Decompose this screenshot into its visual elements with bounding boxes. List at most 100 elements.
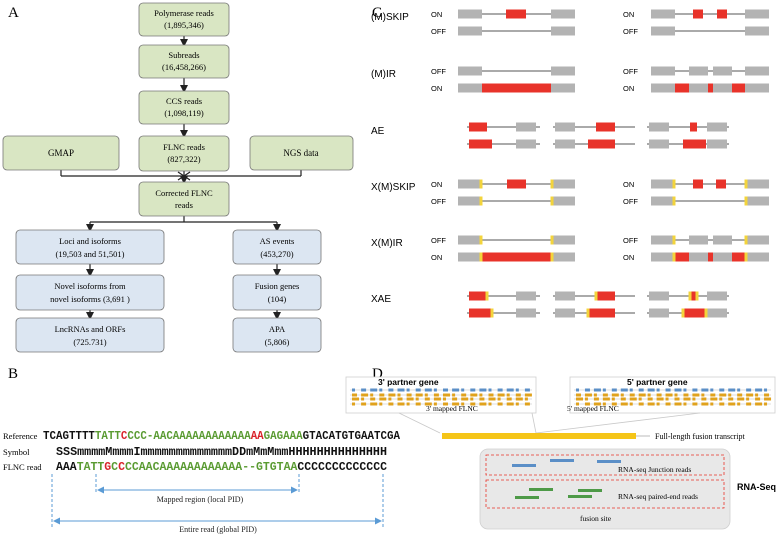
exon-block [611, 388, 617, 392]
exon-block [602, 397, 610, 401]
mapped-5-label: 5' mapped FLNC [567, 404, 619, 413]
panel-label-b: B [8, 366, 18, 382]
flowchart-connectors [60, 36, 302, 320]
exon-block [497, 388, 503, 392]
flow-box-label: Polymerase reads [154, 8, 214, 18]
exon-block [638, 388, 644, 392]
off-label: OFF [431, 197, 446, 206]
exon-block [656, 397, 664, 401]
on-label: ON [431, 84, 442, 93]
constitutive-exon [689, 83, 708, 93]
alternative-exon [482, 252, 551, 262]
exon-block [379, 388, 383, 392]
exon-block [506, 393, 510, 397]
exon-block [683, 397, 691, 401]
exon-block [479, 393, 483, 397]
exon-block [755, 397, 761, 401]
paired-read [529, 488, 553, 491]
constitutive-exon [689, 235, 708, 245]
flow-box-label: GMAP [48, 148, 74, 158]
exon-block [452, 402, 460, 406]
on-label: ON [623, 10, 634, 19]
exon-block [665, 402, 671, 406]
constitutive-exon [551, 9, 575, 19]
exon-block [470, 393, 478, 397]
exon-block [479, 397, 485, 401]
sequence-segment: TATT [95, 430, 121, 443]
flow-box-flnc-reads: FLNC reads (827,322) [138, 135, 230, 172]
partner-3-tracks [350, 388, 532, 406]
constitutive-exon [516, 122, 536, 132]
constitutive-exon [689, 252, 708, 262]
exon-block [692, 393, 700, 397]
alternative-exon [690, 122, 697, 132]
constitutive-exon [649, 139, 669, 149]
exon-block [683, 388, 687, 392]
constitutive-exon [651, 83, 675, 93]
splice-site-marker [704, 308, 708, 318]
exon-block [406, 397, 414, 401]
flow-box-gmap: GMAP [2, 135, 120, 171]
constitutive-exon [745, 179, 769, 189]
alternative-exon [596, 291, 615, 301]
constitutive-exon [651, 252, 675, 262]
paired-read [568, 495, 592, 498]
sequence-segment: G [104, 461, 111, 474]
event-label-mir: (M)IR [371, 69, 396, 80]
splicing-diagrams [458, 9, 769, 318]
constitutive-exon [458, 83, 482, 93]
exon-block [656, 393, 662, 397]
exon-block [524, 397, 528, 401]
paired-end-reads-label: RNA-seq paired-end reads [618, 492, 698, 501]
exon-block [497, 402, 503, 406]
constitutive-exon [651, 196, 675, 206]
alternative-exon [717, 9, 727, 19]
constitutive-exon [745, 26, 769, 36]
constitutive-exon [713, 66, 732, 76]
alternative-exon [506, 9, 526, 19]
constitutive-exon [516, 291, 536, 301]
constitutive-exon [458, 26, 482, 36]
splice-site-marker [744, 235, 748, 245]
exon-block [755, 393, 759, 397]
constitutive-exon [649, 122, 669, 132]
splice-site-marker [672, 179, 676, 189]
rnaseq-evidence-panel: RNA-seq Junction reads RNA-seq paired-en… [479, 448, 731, 530]
sequence-segment: TATT [77, 461, 105, 474]
exon-block [692, 397, 696, 401]
alternative-exon [469, 139, 492, 149]
exon-block [479, 402, 487, 406]
exon-block [746, 393, 754, 397]
fusion-site-label: fusion site [580, 514, 612, 523]
event-label-ae: AE [371, 126, 385, 137]
off-label: OFF [431, 67, 446, 76]
exon-block [584, 393, 592, 397]
exon-block [629, 402, 633, 406]
flow-box-fusion-genes: Fusion genes (104) [232, 274, 322, 311]
exon-block [397, 388, 405, 392]
flow-box-count: (725.731) [73, 337, 106, 347]
sequence-segment: C [111, 461, 118, 474]
junction-reads-box [485, 454, 725, 476]
constitutive-exon [689, 66, 708, 76]
exon-block [584, 402, 590, 406]
fusion-connectors [398, 412, 701, 434]
exon-block [506, 388, 514, 392]
exon-block [470, 402, 476, 406]
splice-site-marker [672, 235, 676, 245]
exon-block [737, 393, 743, 397]
exon-block [683, 393, 689, 397]
paired-read [515, 496, 539, 499]
alternative-exon [588, 139, 615, 149]
exon-block [764, 397, 772, 401]
sequence-segment: TCAGTTTT [43, 430, 95, 443]
row-label-flnc: FLNC read [3, 462, 42, 472]
exon-block [406, 388, 410, 392]
exon-block [719, 402, 725, 406]
panel-label-c: C [372, 5, 382, 21]
on-label: ON [431, 253, 442, 262]
exon-block [433, 393, 439, 397]
alternative-exon [693, 9, 703, 19]
alternative-exon [732, 83, 745, 93]
exon-block [629, 388, 633, 392]
